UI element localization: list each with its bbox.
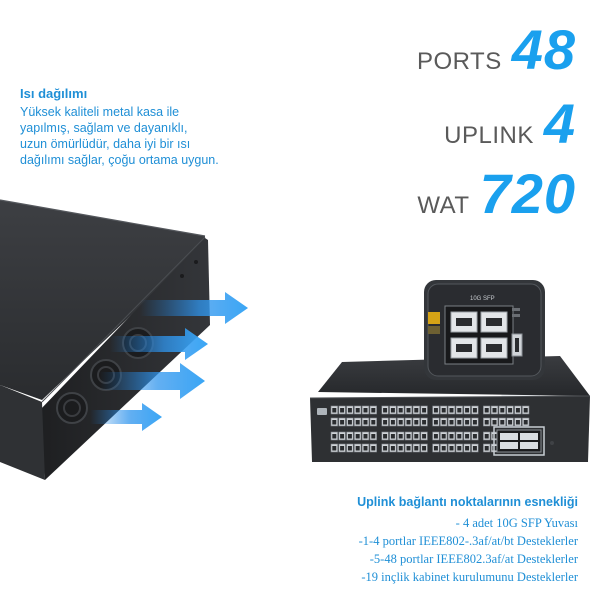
features-list: - 4 adet 10G SFP Yuvası -1-4 portlar IEE… <box>359 514 578 586</box>
spec-value: 4 <box>543 92 576 155</box>
airflow-arrow <box>110 328 208 360</box>
spec-label: UPLINK <box>444 122 534 149</box>
zoom-marker <box>493 426 545 456</box>
spec-value: 720 <box>479 162 576 225</box>
feature-item: -5-48 portlar IEEE802.3af/at Desteklerle… <box>369 552 578 566</box>
network-switch <box>309 356 591 462</box>
sfp-slot <box>450 337 478 359</box>
fan-vent <box>56 392 88 424</box>
sfp-slot <box>450 311 478 333</box>
spec-ports: PORTS 48 <box>417 22 576 78</box>
heat-description: Yüksek kaliteli metal kasa ile yapılmış,… <box>20 104 219 168</box>
heat-line: dağılımı sağlar, çoğu ortama uygun. <box>20 153 219 167</box>
console-port <box>317 408 327 415</box>
spec-value: 48 <box>511 18 576 81</box>
sfp-zoom-label: 10G SFP <box>470 296 495 302</box>
feature-item: -1-4 portlar IEEE802-.3af/at/bt Destekle… <box>358 534 578 548</box>
heat-line: yapılmış, sağlam ve dayanıklı, <box>20 121 188 135</box>
heat-line: uzun ömürlüdür, daha iyi bir ısı <box>20 137 191 151</box>
spec-label: PORTS <box>416 48 502 75</box>
heat-title: Isı dağılımı <box>20 86 88 101</box>
spec-label: WAT <box>417 192 470 219</box>
airflow-arrow <box>100 363 205 399</box>
airflow-arrow <box>90 403 162 431</box>
feature-item: - 4 adet 10G SFP Yuvası <box>455 516 578 530</box>
spec-uplink: UPLINK 4 <box>444 96 576 152</box>
heat-line: Yüksek kaliteli metal kasa ile <box>20 105 180 119</box>
features-title: Uplink bağlantı noktalarının esnekliği <box>357 495 578 509</box>
sfp-slot <box>480 311 508 333</box>
sfp-zoom-inset: 10G SFP <box>424 280 545 380</box>
airflow-arrow <box>140 292 248 324</box>
sfp-slot <box>480 337 508 359</box>
feature-item: -19 inçlik kabinet kurulumunu Desteklerl… <box>361 570 578 584</box>
spec-wat: WAT 720 <box>417 166 576 222</box>
